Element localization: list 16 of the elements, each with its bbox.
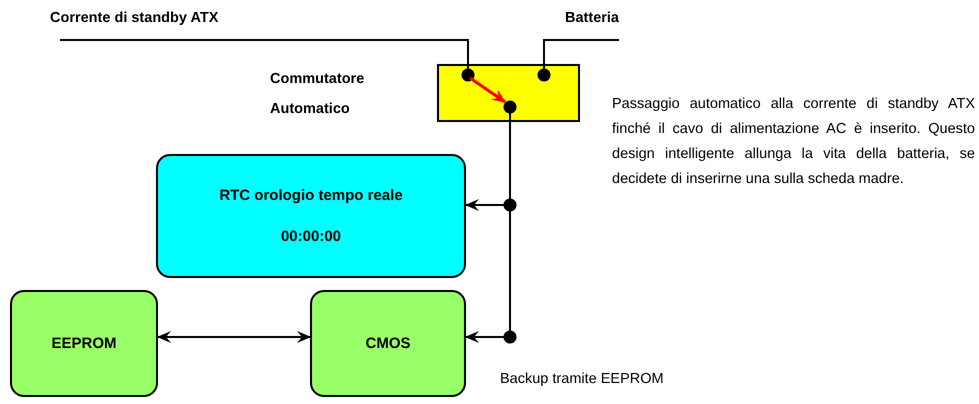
box-title: EEPROM — [51, 335, 116, 352]
switch-label: Commutatore Automatico — [270, 70, 366, 119]
switch-box — [437, 64, 580, 122]
note-label: Backup tramite EEPROM — [500, 371, 664, 387]
component-box — [10, 290, 158, 397]
time-display: 00:00:00 — [280, 228, 342, 245]
terminal-label: Corrente di standby ATX — [50, 10, 218, 26]
terminal-label: Batteria — [565, 10, 619, 26]
arrow — [157, 331, 311, 343]
wire — [543, 39, 619, 64]
component-box — [310, 290, 466, 397]
description-text: Passaggio automatico alla corrente di standby ATX finché il cavo di alimentazione AC è inserito. Questo design intelligente allunga la vita della batteria, se decidete di inserirne una sulla scheda madre. — [612, 95, 975, 189]
box-title: RTC orologio tempo reale — [219, 187, 403, 204]
wire — [60, 39, 469, 64]
component-box — [156, 154, 466, 278]
box-title: CMOS — [366, 335, 410, 352]
